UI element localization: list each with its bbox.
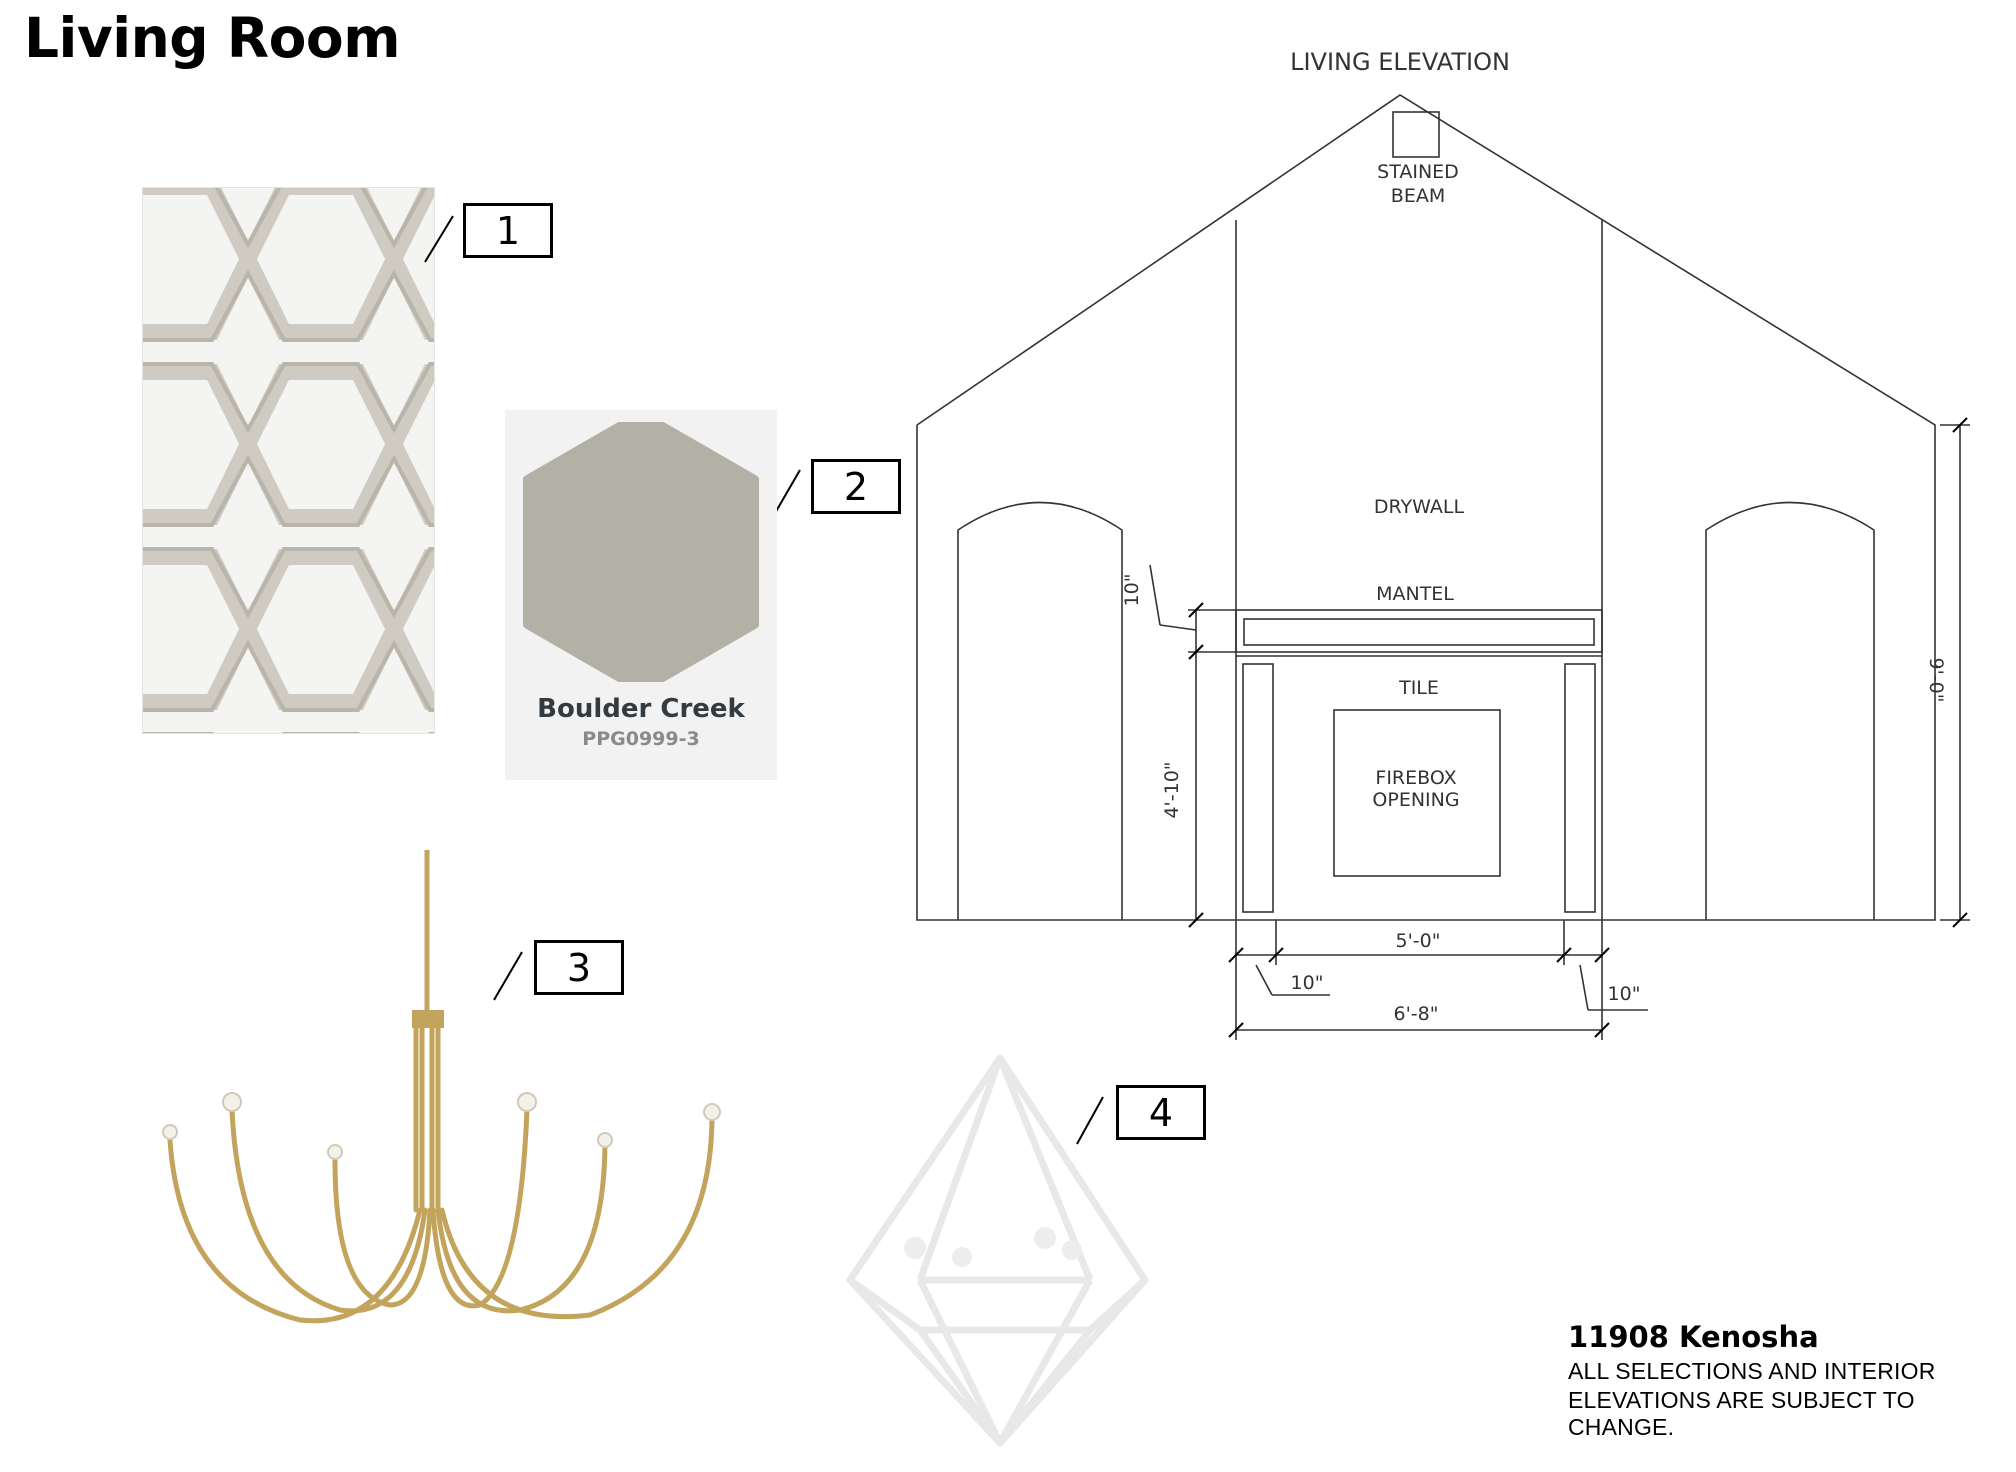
paint-name: Boulder Creek [537, 694, 745, 724]
brass-chandelier-image [162, 850, 721, 1324]
label-mantel: MANTEL [1376, 583, 1454, 605]
dim-wall-height: 9'-0" [1925, 658, 1947, 703]
label-beam: BEAM [1391, 185, 1445, 207]
dim-firebox-height: 4'-10" [1161, 761, 1183, 818]
callout-3: 3 [534, 940, 624, 995]
callout-4: 4 [1116, 1085, 1206, 1140]
label-stained: STAINED [1377, 161, 1459, 183]
callout-2: 2 [811, 459, 901, 514]
label-opening: OPENING [1372, 789, 1459, 811]
elevation-title: LIVING ELEVATION [1290, 48, 1510, 76]
disclaimer-line-2: ELEVATIONS ARE SUBJECT TO CHANGE. [1568, 1387, 1915, 1440]
white-geometric-pendant-image [846, 1054, 1149, 1447]
project-name: 11908 Kenosha [1568, 1320, 1819, 1354]
disclaimer-line-1: ALL SELECTIONS AND INTERIOR [1568, 1358, 1936, 1384]
dim-mantel-height: 10" [1121, 574, 1143, 607]
label-drywall: DRYWALL [1374, 496, 1465, 518]
tile-swatch-image [142, 187, 435, 734]
label-firebox: FIREBOX [1375, 767, 1456, 789]
paint-swatch-card: Boulder Creek PPG0999-3 [505, 410, 777, 780]
callout-1: 1 [463, 203, 553, 258]
living-elevation-drawing: LIVING ELEVATION STAINED BEAM DRYWALL MA… [916, 48, 1970, 1040]
dim-right-side: 10" [1608, 983, 1641, 1005]
page-title: Living Room [24, 6, 401, 70]
paint-color-hexagon [523, 422, 759, 682]
label-tile: TILE [1398, 677, 1439, 699]
dim-opening-width: 5'-0" [1396, 930, 1441, 952]
dim-overall-width: 6'-8" [1394, 1003, 1439, 1025]
paint-code: PPG0999-3 [582, 728, 700, 750]
dim-left-side: 10" [1291, 972, 1324, 994]
